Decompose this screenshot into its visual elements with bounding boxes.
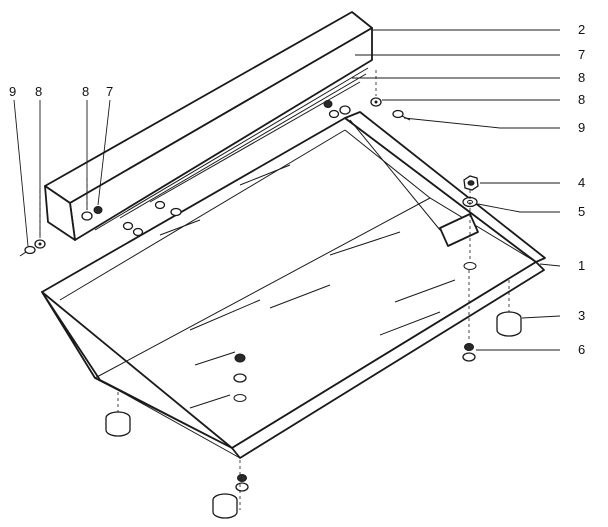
nut-part-4 xyxy=(463,175,479,191)
nut-part-7-right xyxy=(323,100,333,108)
callout-2: 2 xyxy=(578,22,585,37)
washer-part-8-right xyxy=(370,97,382,107)
screw-part-9-left xyxy=(19,245,36,257)
mid-bracket-hardware xyxy=(122,200,182,237)
callout-4: 4 xyxy=(578,175,585,190)
callout-5: 5 xyxy=(578,204,585,219)
callout-8-right-top: 8 xyxy=(578,70,585,85)
base-pan-part-1 xyxy=(41,111,546,459)
rubber-foot-part-3 xyxy=(496,311,522,337)
leader-lines xyxy=(13,29,561,351)
callout-3: 3 xyxy=(578,308,585,323)
callout-9-right: 9 xyxy=(578,120,585,135)
callout-labels: 2 7 8 8 9 4 5 1 3 6 9 8 8 7 xyxy=(9,22,585,357)
rubber-foot-bottom xyxy=(212,493,238,519)
washer-part-8-left-inner xyxy=(81,211,93,221)
screw-part-9-right xyxy=(392,109,411,121)
callout-1: 1 xyxy=(578,258,585,273)
nut-part-7-left xyxy=(93,206,103,214)
pan-center-hardware xyxy=(233,353,247,383)
callout-8-right-bottom: 8 xyxy=(578,92,585,107)
rubber-foot-left xyxy=(105,411,131,437)
callout-8-left-inner: 8 xyxy=(82,84,89,99)
screw-part-6 xyxy=(462,343,476,362)
callout-7-left: 7 xyxy=(106,84,113,99)
washer-part-8-left-outer xyxy=(34,239,46,249)
screw-bottom xyxy=(235,474,249,492)
angle-bracket-part-2 xyxy=(44,11,373,241)
callout-7-right: 7 xyxy=(578,47,585,62)
lockwasher-part-8-right-inner xyxy=(328,105,351,119)
callout-9-left: 9 xyxy=(9,84,16,99)
callout-6: 6 xyxy=(578,342,585,357)
callout-8-left-outer: 8 xyxy=(35,84,42,99)
